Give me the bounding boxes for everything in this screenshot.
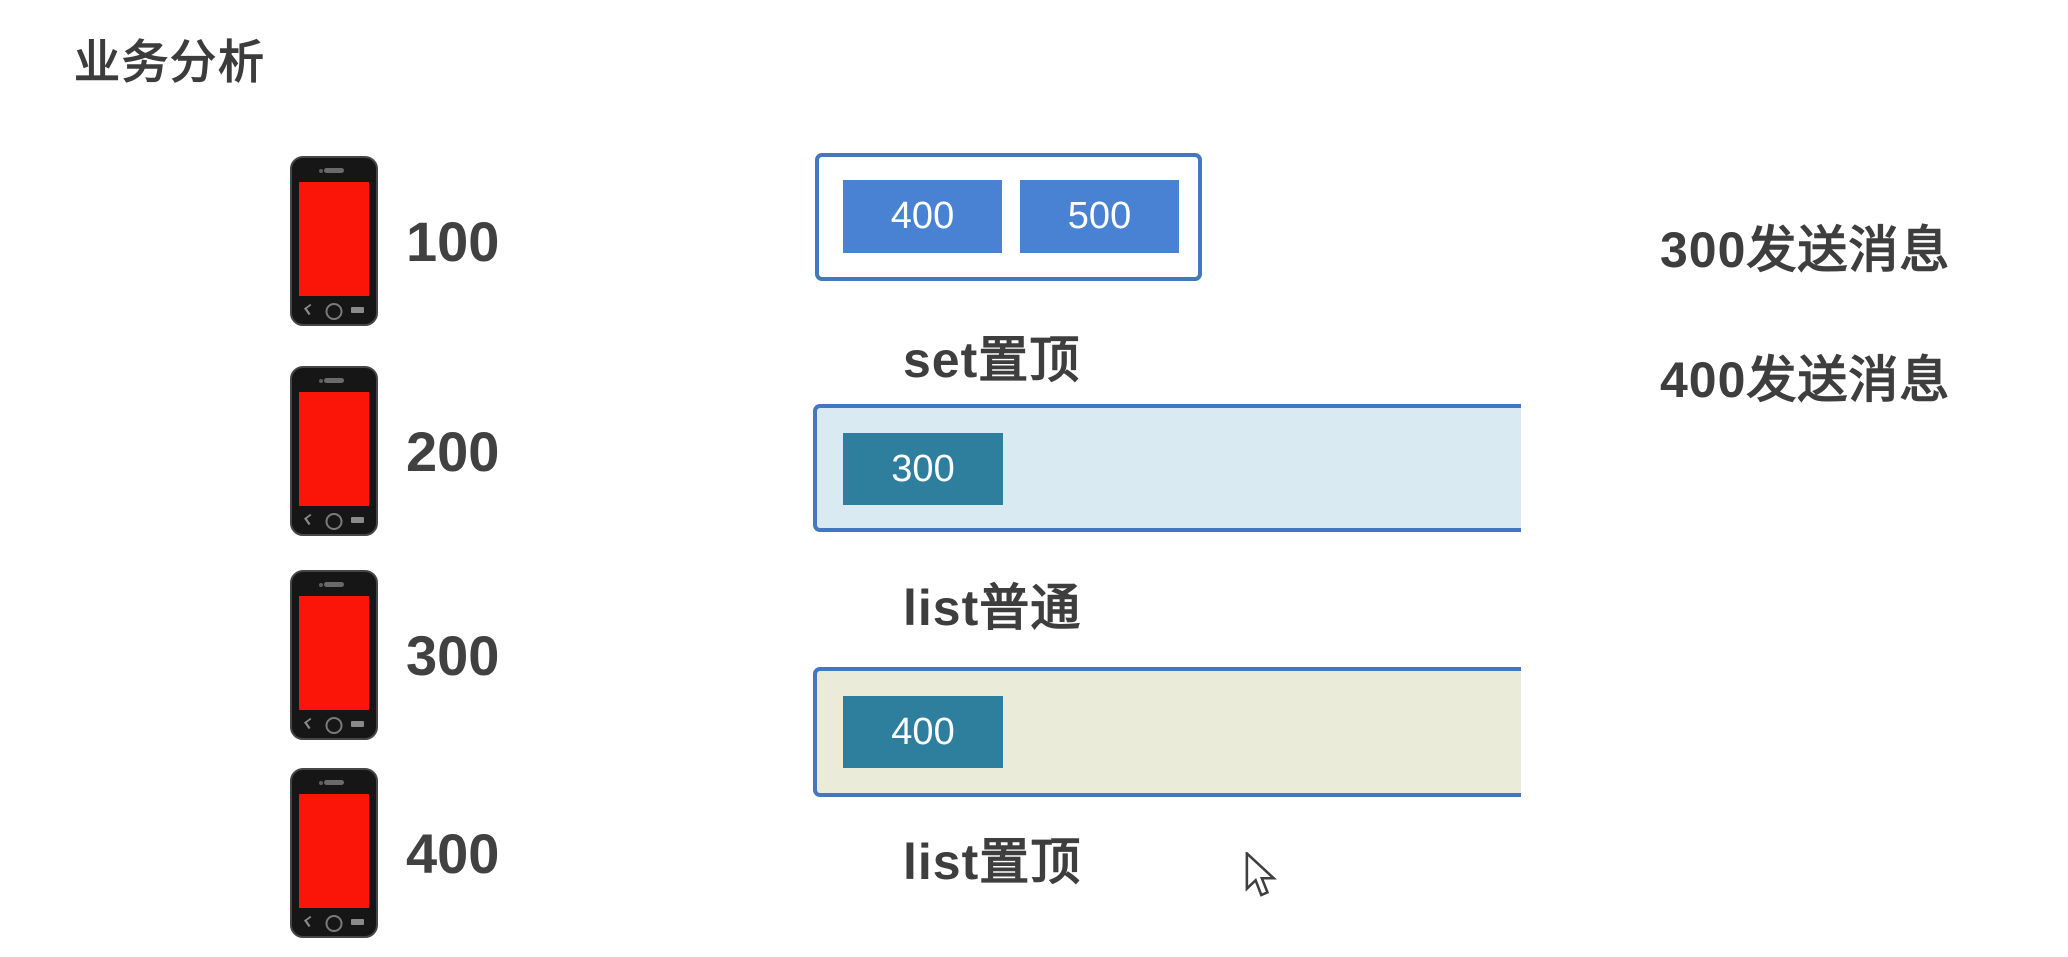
phone-icon bbox=[290, 570, 378, 740]
phone-screen bbox=[299, 596, 369, 710]
home-button-icon bbox=[325, 303, 343, 320]
speaker-icon bbox=[324, 378, 344, 383]
list-top-container-box: 400 bbox=[813, 667, 1521, 797]
phone-icon bbox=[290, 366, 378, 536]
menu-icon bbox=[351, 517, 364, 523]
list-top-section-label: list置顶 bbox=[903, 834, 1082, 890]
phone-label: 200 bbox=[406, 419, 500, 483]
home-button-icon bbox=[325, 513, 343, 530]
back-icon bbox=[304, 513, 315, 526]
phone-label: 100 bbox=[406, 209, 500, 273]
annotation-300-send-message: 300发送消息 bbox=[1660, 222, 1951, 278]
menu-icon bbox=[351, 307, 364, 313]
phone-label: 400 bbox=[406, 821, 500, 885]
speaker-icon bbox=[324, 168, 344, 173]
set-item-400: 400 bbox=[843, 180, 1002, 253]
phone-icon bbox=[290, 768, 378, 938]
camera-dot-icon bbox=[319, 379, 323, 383]
phone-screen bbox=[299, 794, 369, 908]
phone-group-400: 400 bbox=[290, 768, 499, 938]
list-normal-container-box: 300 bbox=[813, 404, 1521, 532]
phone-screen bbox=[299, 392, 369, 506]
phone-icon bbox=[290, 156, 378, 326]
menu-icon bbox=[351, 919, 364, 925]
page-title: 业务分析 bbox=[74, 36, 266, 88]
menu-icon bbox=[351, 721, 364, 727]
back-icon bbox=[304, 303, 315, 316]
list-top-item-400: 400 bbox=[843, 696, 1003, 768]
phone-group-100: 100 bbox=[290, 156, 499, 326]
list-normal-section-label: list普通 bbox=[903, 580, 1082, 636]
home-button-icon bbox=[325, 717, 343, 734]
set-item-500: 500 bbox=[1020, 180, 1179, 253]
speaker-icon bbox=[324, 582, 344, 587]
home-button-icon bbox=[325, 915, 343, 932]
phone-label: 300 bbox=[406, 623, 500, 687]
mouse-cursor-icon bbox=[1245, 852, 1277, 897]
phone-group-300: 300 bbox=[290, 570, 499, 740]
set-container-box: 400 500 bbox=[815, 153, 1202, 281]
phone-group-200: 200 bbox=[290, 366, 499, 536]
back-icon bbox=[304, 717, 315, 730]
speaker-icon bbox=[324, 780, 344, 785]
phone-screen bbox=[299, 182, 369, 296]
camera-dot-icon bbox=[319, 169, 323, 173]
camera-dot-icon bbox=[319, 583, 323, 587]
list-normal-item-300: 300 bbox=[843, 433, 1003, 505]
annotation-400-send-message: 400发送消息 bbox=[1660, 352, 1951, 408]
back-icon bbox=[304, 915, 315, 928]
set-section-label: set置顶 bbox=[903, 332, 1081, 388]
camera-dot-icon bbox=[319, 781, 323, 785]
